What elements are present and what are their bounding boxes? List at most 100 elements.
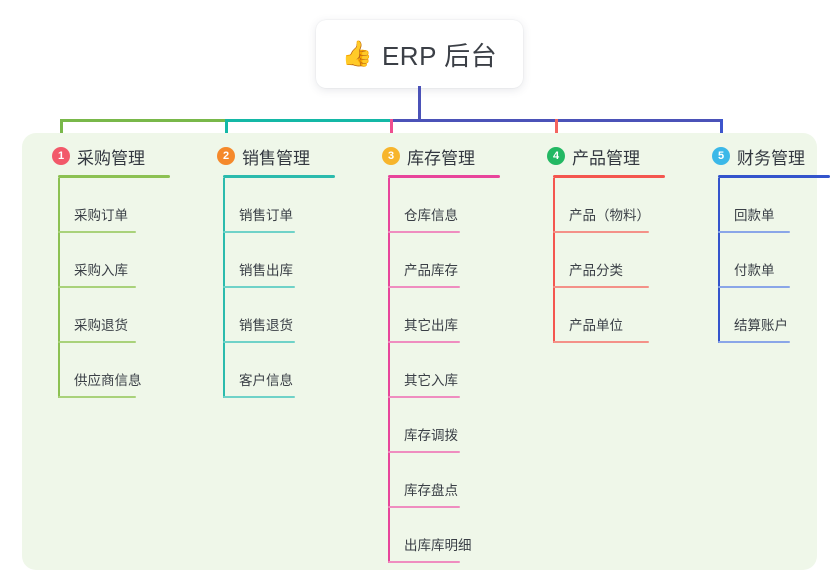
branch-header-2[interactable]: 2 销售管理 xyxy=(201,143,361,169)
branch-title-2: 销售管理 xyxy=(242,148,310,168)
list-item-label: 库存盘点 xyxy=(404,483,458,498)
list-item[interactable]: 其它入库 xyxy=(366,343,526,398)
branch-item-list-3: 仓库信息产品库存其它出库其它入库库存调拨库存盘点出库库明细 xyxy=(366,178,526,563)
list-item[interactable]: 出库库明细 xyxy=(366,508,526,563)
list-item-rule xyxy=(388,286,460,288)
list-item-label: 产品（物料） xyxy=(569,208,650,223)
thumbs-up-icon: 👍 xyxy=(341,40,373,68)
list-item-label: 供应商信息 xyxy=(74,373,142,388)
list-item[interactable]: 仓库信息 xyxy=(366,178,526,233)
branch-column-5: 5 财务管理回款单付款单结算账户 xyxy=(696,143,839,343)
branch-column-3: 3 库存管理仓库信息产品库存其它出库其它入库库存调拨库存盘点出库库明细 xyxy=(366,143,526,563)
list-item-label: 仓库信息 xyxy=(404,208,458,223)
list-item-label: 回款单 xyxy=(734,208,775,223)
list-item[interactable]: 采购退货 xyxy=(36,288,196,343)
list-item-label: 产品分类 xyxy=(569,263,623,278)
list-item-rule xyxy=(718,286,790,288)
list-item-rule xyxy=(553,231,649,233)
list-item-label: 其它入库 xyxy=(404,373,458,388)
branch-spine-3 xyxy=(388,178,390,563)
root-title: ERP 后台 xyxy=(381,40,498,71)
list-item[interactable]: 付款单 xyxy=(696,233,839,288)
list-item-rule xyxy=(58,231,136,233)
branch-badge-5: 5 xyxy=(712,147,730,165)
branch-title-rule-3 xyxy=(388,175,500,178)
branch-title-4: 产品管理 xyxy=(572,148,640,168)
branch-title-rule-2 xyxy=(223,175,335,178)
list-item-label: 客户信息 xyxy=(239,373,293,388)
branch-header-1[interactable]: 1 采购管理 xyxy=(36,143,196,169)
list-item-rule xyxy=(388,506,460,508)
branch-title-1: 采购管理 xyxy=(77,148,145,168)
branch-badge-1: 1 xyxy=(52,147,70,165)
branch-spine-5 xyxy=(718,178,720,343)
list-item[interactable]: 产品单位 xyxy=(531,288,691,343)
branch-title-rule-5 xyxy=(718,175,830,178)
branch-badge-3: 3 xyxy=(382,147,400,165)
branch-badge-4: 4 xyxy=(547,147,565,165)
list-item-rule xyxy=(388,396,460,398)
list-item-rule xyxy=(223,231,295,233)
branch-spine-4 xyxy=(553,178,555,343)
branch-header-3[interactable]: 3 库存管理 xyxy=(366,143,526,169)
list-item-label: 采购退货 xyxy=(74,318,128,333)
branch-item-list-2: 销售订单销售出库销售退货客户信息 xyxy=(201,178,361,398)
list-item-rule xyxy=(388,451,460,453)
list-item-rule xyxy=(553,286,649,288)
list-item[interactable]: 结算账户 xyxy=(696,288,839,343)
branch-spine-1 xyxy=(58,178,60,398)
connector-bar-segment-teal xyxy=(225,119,392,122)
branch-title-rule-1 xyxy=(58,175,170,178)
branch-spine-2 xyxy=(223,178,225,398)
list-item-label: 产品单位 xyxy=(569,318,623,333)
list-item-rule xyxy=(58,396,136,398)
list-item-label: 销售订单 xyxy=(239,208,293,223)
list-item-label: 采购订单 xyxy=(74,208,128,223)
list-item-label: 采购入库 xyxy=(74,263,128,278)
list-item-rule xyxy=(553,341,649,343)
list-item[interactable]: 库存盘点 xyxy=(366,453,526,508)
list-item-label: 其它出库 xyxy=(404,318,458,333)
branch-item-list-5: 回款单付款单结算账户 xyxy=(696,178,839,343)
list-item-label: 产品库存 xyxy=(404,263,458,278)
list-item-rule xyxy=(388,231,460,233)
list-item[interactable]: 客户信息 xyxy=(201,343,361,398)
connector-bar-segment-green xyxy=(60,119,227,122)
list-item[interactable]: 产品（物料） xyxy=(531,178,691,233)
branch-item-list-4: 产品（物料） 产品分类产品单位 xyxy=(531,178,691,343)
branch-panel xyxy=(22,133,817,570)
list-item-label: 销售退货 xyxy=(239,318,293,333)
branch-column-2: 2 销售管理销售订单销售出库销售退货客户信息 xyxy=(201,143,361,398)
list-item[interactable]: 库存调拨 xyxy=(366,398,526,453)
list-item-label: 结算账户 xyxy=(734,318,788,333)
list-item-rule xyxy=(223,396,295,398)
list-item[interactable]: 销售退货 xyxy=(201,288,361,343)
list-item-rule xyxy=(718,341,790,343)
list-item[interactable]: 其它出库 xyxy=(366,288,526,343)
list-item-label: 出库库明细 xyxy=(404,538,472,553)
list-item-label: 库存调拨 xyxy=(404,428,458,443)
list-item[interactable]: 产品库存 xyxy=(366,233,526,288)
branch-title-5: 财务管理 xyxy=(737,148,805,168)
list-item-rule xyxy=(58,286,136,288)
branch-title-3: 库存管理 xyxy=(407,148,475,168)
list-item[interactable]: 销售出库 xyxy=(201,233,361,288)
branch-header-5[interactable]: 5 财务管理 xyxy=(696,143,839,169)
list-item-rule xyxy=(223,341,295,343)
branch-header-4[interactable]: 4 产品管理 xyxy=(531,143,691,169)
list-item[interactable]: 销售订单 xyxy=(201,178,361,233)
list-item-rule xyxy=(718,231,790,233)
list-item[interactable]: 产品分类 xyxy=(531,233,691,288)
list-item[interactable]: 采购入库 xyxy=(36,233,196,288)
list-item-rule xyxy=(58,341,136,343)
list-item-label: 销售出库 xyxy=(239,263,293,278)
list-item-label: 付款单 xyxy=(734,263,775,278)
branch-badge-2: 2 xyxy=(217,147,235,165)
root-node[interactable]: 👍 ERP 后台 xyxy=(316,20,523,88)
branch-title-rule-4 xyxy=(553,175,665,178)
list-item-rule xyxy=(223,286,295,288)
list-item[interactable]: 采购订单 xyxy=(36,178,196,233)
list-item[interactable]: 回款单 xyxy=(696,178,839,233)
list-item[interactable]: 供应商信息 xyxy=(36,343,196,398)
branch-column-4: 4 产品管理产品（物料） 产品分类产品单位 xyxy=(531,143,691,343)
